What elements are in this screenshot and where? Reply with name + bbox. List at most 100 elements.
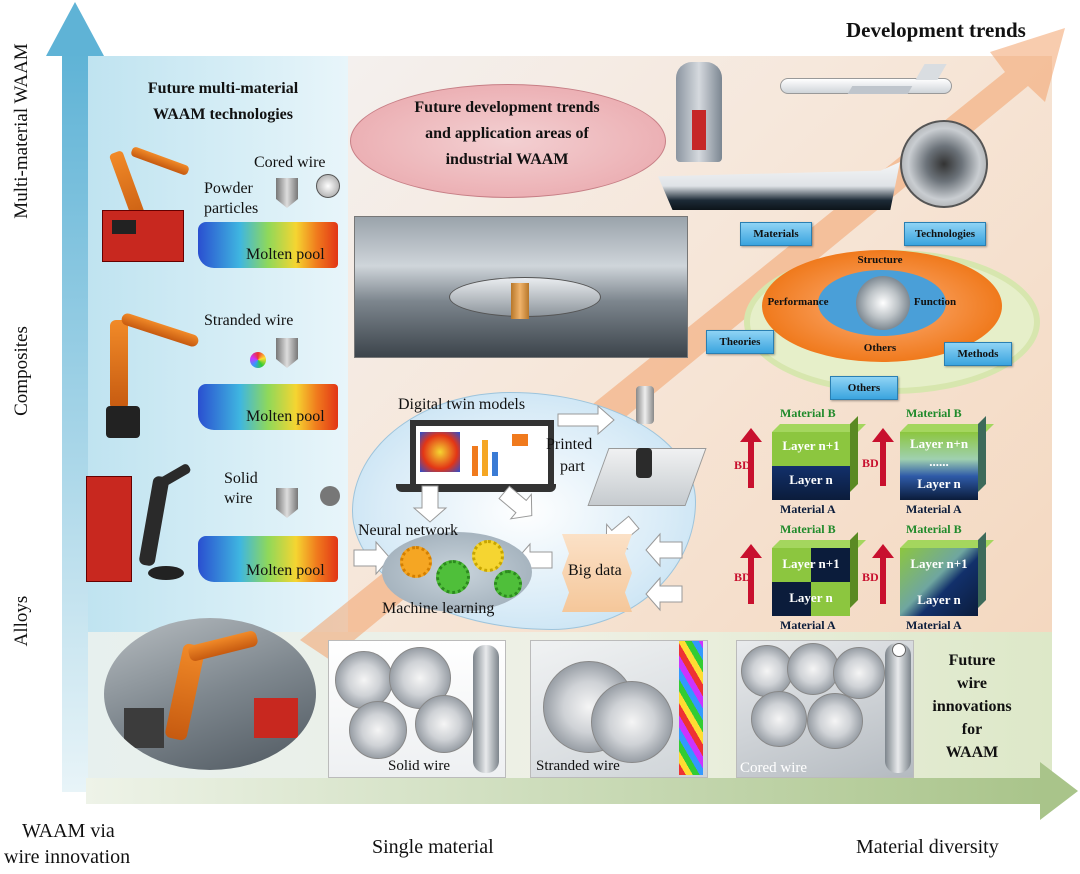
innovations-line4: for: [961, 721, 983, 738]
y-axis-title: Multi-material WAAM: [11, 43, 32, 219]
y-axis-arrowhead: [46, 2, 104, 56]
waam-printer-photo: [354, 216, 688, 358]
innovations-line5: WAAM: [945, 744, 999, 761]
cube2-bd-label: BD: [862, 456, 879, 470]
tag-methods: Methods: [944, 342, 1012, 366]
torch-nozzle-3: [276, 488, 298, 518]
jet-engine-image: [900, 120, 988, 208]
cube3-lower: Layer n: [789, 590, 833, 605]
cube3-material-b: Material B: [780, 522, 836, 536]
cube4-bd-arrowhead-icon: [872, 544, 894, 558]
ring-others-inner-label: Others: [863, 342, 897, 354]
cube3-bd-arrowhead-icon: [740, 544, 762, 558]
innovations-line2: wire: [957, 675, 987, 692]
cube3-bd-arrow: [748, 554, 754, 604]
cube1-lower: Layer n: [789, 472, 833, 487]
cored-wire-cross-section-icon: [316, 174, 340, 198]
solid-wire-photo: [328, 640, 506, 778]
solid-wire-caption: Solid wire: [388, 758, 451, 774]
cube3-bd-label: BD: [734, 570, 751, 584]
cube1: Layer n+1 Layer n: [772, 416, 866, 500]
molten-pool-1: [198, 222, 338, 268]
digital-twin-label: Digital twin models: [398, 396, 526, 413]
gear-icon: [400, 546, 432, 578]
printed-part-image: [636, 448, 652, 478]
title-oval: [350, 84, 666, 198]
print-nozzle-image: [636, 386, 654, 424]
x-axis-right-label: Material diversity: [856, 836, 999, 858]
stranded-wire-photo: [530, 640, 708, 778]
cube1-upper: Layer n+1: [782, 438, 840, 453]
airplane-image: [780, 64, 960, 104]
gear-icon: [436, 560, 470, 594]
robot-cell-2: [100, 310, 200, 440]
cube4-lower: Layer n: [917, 592, 961, 607]
left-heading-line2: WAAM technologies: [153, 106, 293, 123]
big-data-label: Big data: [568, 562, 622, 579]
oval-text-line2: and application areas of: [425, 125, 589, 142]
solid-wire-cross-section-icon: [320, 486, 340, 506]
cored-wire-caption: Cored wire: [740, 760, 808, 776]
torch-nozzle-2: [276, 338, 298, 368]
cube4: Layer n+1 Layer n: [900, 532, 994, 616]
cube4-upper: Layer n+1: [910, 556, 968, 571]
gear-icon: [494, 570, 522, 598]
stranded-wire-label: Stranded wire: [204, 312, 294, 329]
tag-technologies: Technologies: [904, 222, 986, 246]
cube2-material-a: Material A: [906, 502, 962, 516]
ring-function-label: Function: [913, 296, 957, 308]
printed-part-label-line1: Printed: [546, 436, 593, 453]
x-origin-label-line1: WAAM via: [22, 820, 115, 842]
powder-label-line1: Powder: [204, 180, 253, 197]
cored-wire-label: Cored wire: [254, 154, 326, 171]
y-axis-bar: [62, 52, 88, 792]
big-data-icon: [562, 534, 632, 612]
left-heading-line1: Future multi-material: [147, 80, 299, 97]
solid-wire-label-line1: Solid: [224, 470, 258, 487]
tag-others: Others: [830, 376, 898, 400]
cube1-bd-arrowhead-icon: [740, 428, 762, 442]
cube2-lower: Layer n: [917, 476, 961, 491]
reactor-core-image: [692, 110, 706, 150]
x-axis-arrowhead: [1040, 762, 1078, 820]
robot-cell-1: [92, 146, 192, 270]
tag-materials: Materials: [740, 222, 812, 246]
innovations-line3: innovations: [932, 698, 1012, 715]
cube1-material-b: Material B: [780, 406, 836, 420]
powder-label-line2: particles: [204, 200, 259, 217]
ring-structure-label: Structure: [857, 254, 903, 266]
molten-pool-2: [198, 384, 338, 430]
innovations-line1: Future: [948, 652, 996, 669]
robot-cell-3: [86, 462, 196, 586]
x-axis-left-label: Single material: [372, 836, 494, 858]
stranded-wire-caption: Stranded wire: [536, 758, 620, 774]
oval-text-line1: Future development trends: [414, 99, 600, 116]
cube2-upper: Layer n+n: [909, 436, 969, 451]
cube1-material-a: Material A: [780, 502, 836, 516]
part-3d-image: [856, 276, 910, 330]
machine-learning-label: Machine learning: [382, 600, 495, 617]
process-arrows: [353, 404, 683, 612]
ring-performance-label: Performance: [767, 296, 829, 308]
cube4-bd-label: BD: [862, 570, 879, 584]
printed-part-label-line2: part: [560, 458, 585, 475]
cube2-material-b: Material B: [906, 406, 962, 420]
cube1-bd-label: BD: [734, 458, 751, 472]
cube2-dots: ......: [929, 454, 949, 469]
waam-robot-cell-photo: [104, 618, 316, 770]
cored-wire-photo: [736, 640, 914, 778]
y-level-alloys: Alloys: [11, 595, 32, 647]
cube1-bd-arrow: [748, 438, 754, 488]
page-title: Development trends: [846, 18, 1026, 42]
torch-nozzle-1: [276, 178, 298, 208]
molten-pool-label-1: Molten pool: [246, 246, 325, 263]
cube3-upper: Layer n+1: [782, 556, 840, 571]
gear-icon: [472, 540, 504, 572]
cube3: Layer n+1 Layer n: [772, 532, 866, 616]
molten-pool-label-3: Molten pool: [246, 562, 325, 579]
molten-pool-3: [198, 536, 338, 582]
neural-network-label: Neural network: [358, 522, 458, 539]
cube4-bd-arrow: [880, 554, 886, 604]
cube2-bd-arrow: [880, 438, 886, 486]
molten-pool-label-2: Molten pool: [246, 408, 325, 425]
